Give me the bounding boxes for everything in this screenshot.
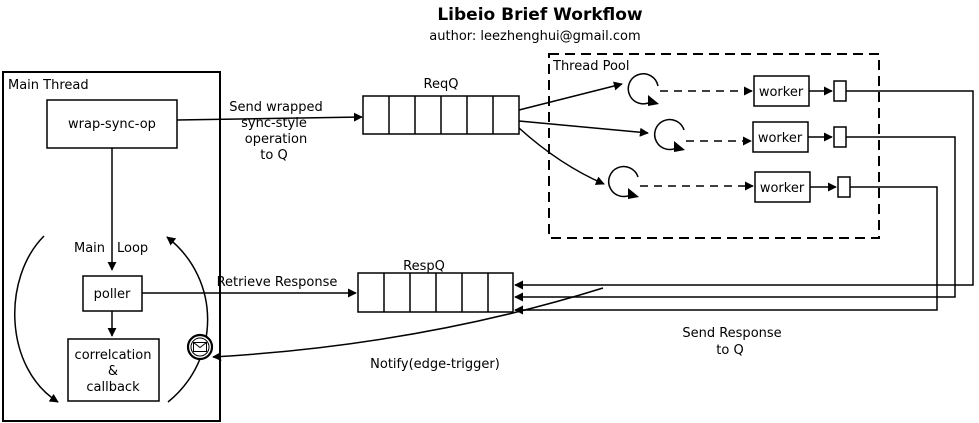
ampersand-label: &	[108, 364, 118, 379]
result-slot-2	[833, 126, 847, 148]
send-response-line1: Send Response	[682, 326, 781, 341]
notify-label: Notify(edge-trigger)	[370, 357, 500, 372]
send-response-line2: to Q	[716, 343, 743, 358]
resp-queue-label: RespQ	[403, 259, 445, 274]
notify-arrow	[212, 287, 604, 362]
diagram-title: Libeio Brief Workflow	[437, 5, 643, 25]
send-wrapped-line2: sync-style	[241, 116, 307, 131]
envelope-icon	[186, 333, 214, 361]
main-loop-left-arc	[14, 235, 59, 403]
thread2-cycle-icon	[653, 118, 685, 152]
req-to-thread3-arrow	[518, 127, 605, 185]
req-to-thread2-arrow	[518, 120, 649, 137]
worker-1-box	[753, 75, 810, 107]
thread-pool-label: Thread Pool	[552, 59, 629, 74]
send-wrapped-line4: to Q	[260, 148, 287, 163]
main-thread-box	[2, 71, 221, 422]
thread1-cycle-icon	[627, 73, 659, 106]
send-wrapped-line1: Send wrapped	[229, 100, 323, 115]
worker-2-box	[752, 121, 809, 153]
req-queue-label: ReqQ	[424, 77, 459, 92]
send-wrapped-arrow	[176, 112, 363, 122]
response-path-3	[514, 186, 938, 315]
main-loop-label-loop: Loop	[117, 241, 148, 256]
retrieve-response-label: Retrieve Response	[217, 275, 338, 290]
poller-label: poller	[94, 287, 131, 302]
worker-1-label: worker	[759, 85, 804, 100]
wrap-sync-op-label: wrap-sync-op	[68, 117, 156, 132]
response-path-1	[514, 90, 974, 290]
correlation-callback-box	[67, 338, 160, 402]
thread-pool-box	[548, 53, 880, 239]
main-loop-label-main: Main	[74, 241, 105, 256]
callback-label: callback	[86, 380, 140, 395]
response-path-2	[514, 136, 956, 302]
correlation-label: correlcation	[75, 348, 152, 363]
req-to-thread1-arrow	[518, 81, 623, 111]
worker-2-label: worker	[758, 131, 803, 146]
author-line: author: leezhenghui@gmail.com	[429, 29, 640, 44]
req-queue	[362, 95, 520, 135]
send-wrapped-line3: operation	[245, 132, 307, 147]
main-thread-label: Main Thread	[8, 78, 89, 93]
result-slot-3	[837, 176, 851, 198]
resp-queue	[357, 272, 514, 313]
thread3-cycle-icon	[607, 165, 639, 199]
worker-3-label: worker	[760, 181, 805, 196]
result-slot-1	[833, 80, 847, 102]
main-loop-right-arc	[166, 236, 209, 403]
